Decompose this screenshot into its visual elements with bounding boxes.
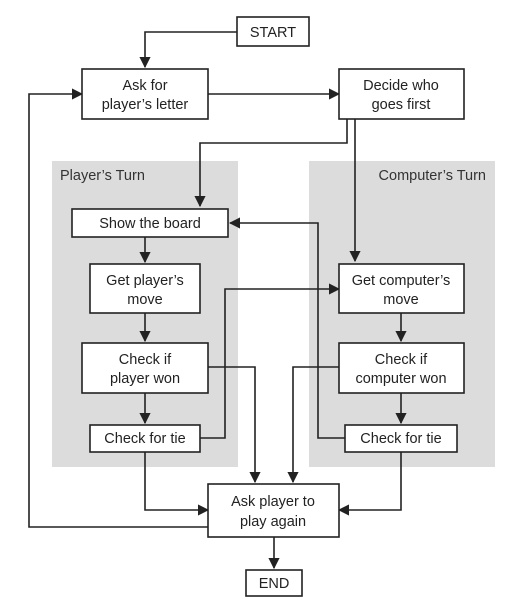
node-get-player-move-line-1: Get player’s [106, 273, 184, 289]
node-decide-first-line-2: goes first [372, 97, 431, 113]
edge-play-again-to-ask-letter [28, 88, 208, 528]
node-check-tie-player: Check for tie [89, 424, 201, 453]
edge-check-tie-computer-to-show-board [228, 217, 345, 439]
node-check-computer-won-line-2: computer won [355, 371, 446, 387]
node-check-player-won-line-2: player won [110, 371, 180, 387]
player-turn-label: Player’s Turn [60, 168, 145, 184]
edge-check-player-won-to-play-again [208, 366, 261, 484]
node-ask-letter-line-1: Ask for [122, 78, 167, 94]
computer-turn-label: Computer’s Turn [379, 168, 486, 184]
node-check-tie-player-label: Check for tie [104, 431, 185, 447]
edge-check-tie-player-to-play-again [144, 452, 210, 516]
node-play-again: Ask player to play again [207, 483, 340, 538]
node-start: START [236, 16, 310, 47]
edges [28, 31, 407, 570]
node-get-computer-move-line-2: move [383, 292, 418, 308]
edge-decide-first-to-show-board [194, 119, 348, 208]
node-check-player-won: Check if player won [81, 342, 209, 394]
edge-check-tie-computer-to-play-again [337, 452, 402, 516]
node-get-computer-move-line-1: Get computer’s [352, 273, 451, 289]
computer-turn-panel [309, 161, 495, 467]
edge-check-computer-won-to-play-again [287, 366, 339, 484]
edge-check-tie-player-to-get-computer-move [200, 283, 341, 439]
node-play-again-line-1: Ask player to [231, 494, 315, 510]
node-check-tie-computer-label: Check for tie [360, 431, 441, 447]
node-ask-letter-line-2: player’s letter [102, 97, 189, 113]
node-show-board-label: Show the board [99, 216, 201, 232]
node-start-label: START [250, 25, 296, 41]
edge-start-to-ask-letter [139, 31, 237, 69]
node-get-player-move-line-2: move [127, 292, 162, 308]
node-check-player-won-line-1: Check if [119, 352, 172, 368]
node-get-computer-move: Get computer’s move [338, 263, 465, 314]
node-decide-first: Decide who goes first [338, 68, 465, 120]
node-get-player-move: Get player’s move [89, 263, 201, 314]
node-play-again-line-2: play again [240, 514, 306, 530]
node-end-label: END [259, 576, 290, 592]
node-end: END [245, 569, 303, 597]
node-decide-first-line-1: Decide who [363, 78, 439, 94]
node-check-tie-computer: Check for tie [344, 424, 458, 453]
node-check-computer-won-line-1: Check if [375, 352, 428, 368]
node-check-computer-won: Check if computer won [338, 342, 465, 394]
node-show-board: Show the board [71, 208, 229, 238]
node-ask-letter: Ask for player’s letter [81, 68, 209, 120]
